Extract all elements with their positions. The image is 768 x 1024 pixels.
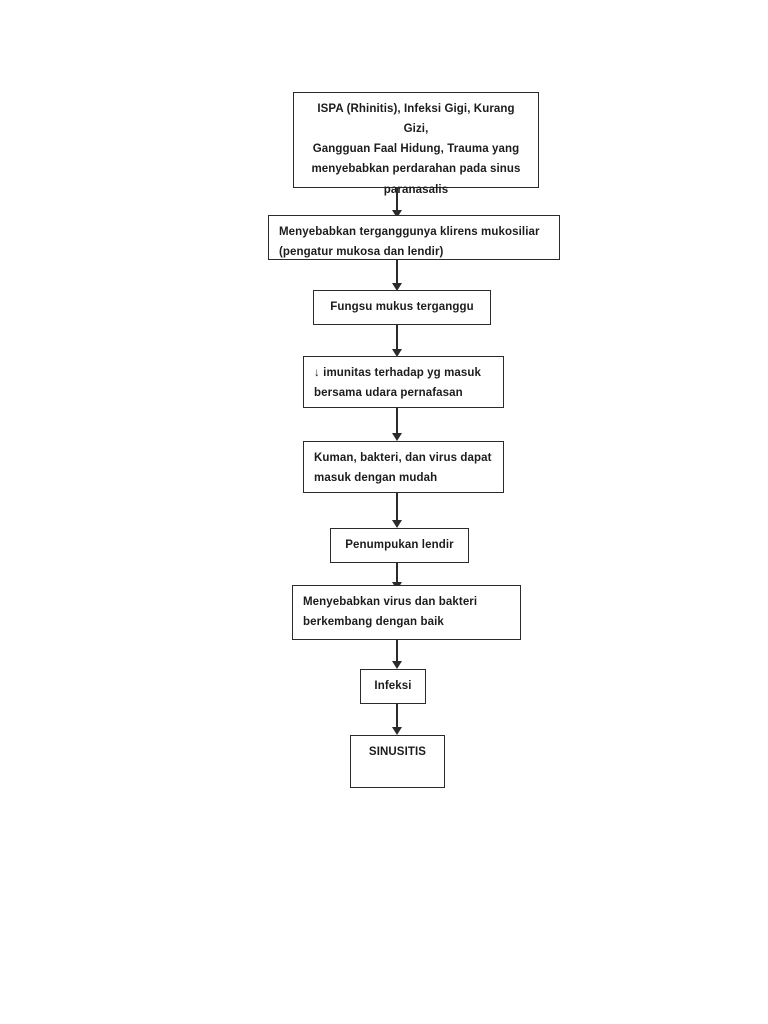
- edge-line: [396, 188, 398, 211]
- node-label: Penumpukan lendir: [345, 539, 454, 552]
- edge-line: [396, 325, 398, 350]
- edge-line: [396, 640, 398, 662]
- flowchart-node-causes: ISPA (Rhinitis), Infeksi Gigi, Kurang Gi…: [293, 92, 539, 196]
- arrowhead-icon: [391, 210, 402, 218]
- flowchart-node-mucus-buildup: Penumpukan lendir: [330, 528, 469, 563]
- flowchart-edge-1: [391, 188, 402, 218]
- arrowhead-icon: [391, 727, 402, 735]
- node-label: SINUSITIS: [368, 746, 427, 758]
- flowchart-edge-5: [391, 493, 402, 528]
- arrowhead-icon: [391, 433, 402, 441]
- flowchart-node-infection: Infeksi: [360, 669, 426, 704]
- flowchart-node-mucus-function: Fungsu mukus terganggu: [313, 290, 491, 325]
- flowchart-node-pathogen-entry: Kuman, bakteri, dan virus dapat masuk de…: [303, 441, 504, 493]
- flowchart-node-immunity-decrease: ↓ imunitas terhadap yg masuk bersama uda…: [303, 356, 504, 408]
- flowchart-node-mucociliary-clearance: Menyebabkan terganggunya klirens mukosil…: [268, 215, 560, 260]
- node-label: Menyebabkan virus dan bakteri berkembang…: [303, 596, 478, 629]
- flowchart-edge-7: [391, 640, 402, 669]
- node-label: Fungsu mukus terganggu: [330, 301, 474, 314]
- flowchart-edge-4: [391, 408, 402, 441]
- node-label: Kuman, bakteri, dan virus dapat masuk de…: [314, 452, 492, 485]
- flowchart-edge-3: [391, 325, 402, 357]
- node-label: ↓ imunitas terhadap yg masuk bersama uda…: [314, 367, 482, 400]
- edge-line: [396, 563, 398, 583]
- node-label: Infeksi: [374, 680, 412, 693]
- flowchart-edge-2: [391, 260, 402, 291]
- edge-line: [396, 408, 398, 434]
- arrowhead-icon: [391, 349, 402, 357]
- arrowhead-icon: [391, 661, 402, 669]
- edge-line: [396, 704, 398, 728]
- flowchart-node-sinusitis: SINUSITIS: [350, 735, 445, 788]
- edge-line: [396, 260, 398, 284]
- flowchart-node-pathogen-growth: Menyebabkan virus dan bakteri berkembang…: [292, 585, 521, 640]
- flowchart-edge-8: [391, 704, 402, 735]
- node-label: ISPA (Rhinitis), Infeksi Gigi, Kurang Gi…: [311, 103, 521, 196]
- node-label: Menyebabkan terganggunya klirens mukosil…: [279, 226, 540, 259]
- edge-line: [396, 493, 398, 521]
- arrowhead-icon: [391, 283, 402, 291]
- arrowhead-icon: [391, 520, 402, 528]
